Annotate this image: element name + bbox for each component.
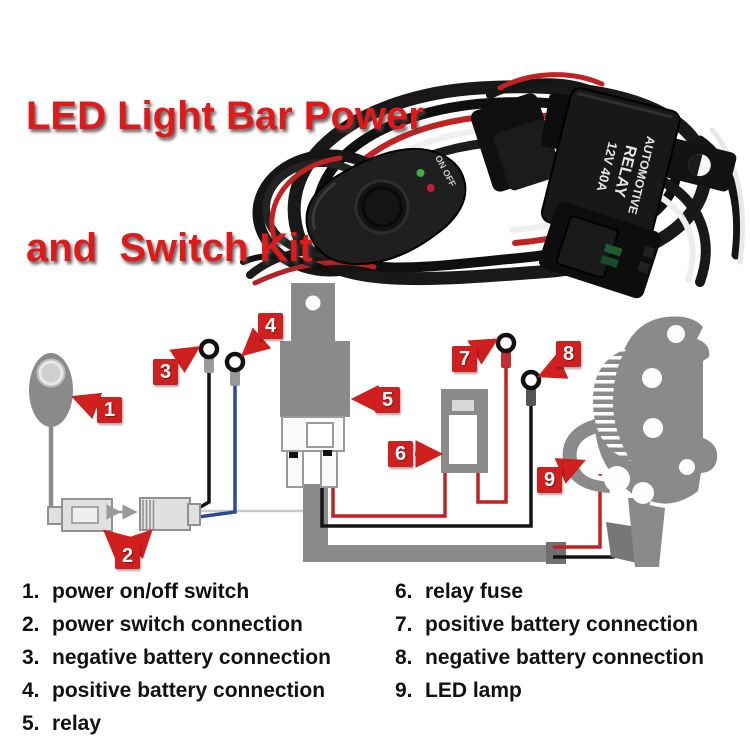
- photo-power-switch: ON OFF: [305, 147, 467, 266]
- legend-item-2: 2.power switch connection: [22, 613, 303, 636]
- harness-photo: ON OFF AUTOMOTIVE RELAY 12V 40A: [240, 72, 746, 299]
- legend-item-8: 8.negative battery connection: [395, 646, 704, 669]
- legend-item-3: 3.negative battery connection: [22, 646, 331, 669]
- lamp-positive-wire: [553, 474, 602, 549]
- callout-2: 2: [115, 543, 140, 569]
- page-title: LED Light Bar Power and Switch Kit: [26, 6, 424, 358]
- diagram-switch-connection: [47, 497, 201, 532]
- ring-terminal-8: [520, 369, 542, 406]
- green-led-indicator: [416, 168, 425, 177]
- callout-arrows: [71, 327, 586, 559]
- legend-item-6: 6.relay fuse: [395, 580, 524, 603]
- legend-item-5: 5.relay: [22, 712, 102, 735]
- negative-wire-relay-to-ring8: [320, 406, 533, 528]
- positive-wire-fuse-to-ring7: [476, 368, 508, 504]
- callout-4: 4: [258, 313, 283, 339]
- diagram-relay-fuse: [441, 389, 488, 473]
- callout-1: 1: [97, 397, 122, 423]
- fuse-window-green: [603, 243, 623, 257]
- title-line-1: LED Light Bar Power: [26, 94, 424, 138]
- callout-8: 8: [556, 341, 581, 367]
- diagram-led-lamp: [562, 316, 718, 567]
- legend-item-4: 4.positive battery connection: [22, 679, 326, 702]
- callout-9: 9: [537, 467, 562, 493]
- lamp-vent-slats: [592, 349, 631, 461]
- legend-item-7: 7.positive battery connection: [395, 613, 699, 636]
- title-line-2: and Switch Kit: [26, 226, 313, 270]
- legend-right-column: 6.relay fuse 7.positive battery connecti…: [395, 575, 704, 707]
- legend-item-1: 1.power on/off switch: [22, 580, 250, 603]
- callout-6: 6: [388, 441, 413, 467]
- legend-item-9: 9.LED lamp: [395, 679, 522, 702]
- ring-terminal-4: [224, 351, 246, 386]
- callout-7: 7: [452, 346, 477, 372]
- ring-terminal-7: [495, 332, 517, 368]
- negative-wire-ring3: [196, 373, 211, 511]
- photo-fuse-holder: [538, 201, 662, 299]
- harness-cable: [303, 484, 566, 564]
- legend-left-column: 1.power on/off switch 2.power switch con…: [22, 575, 331, 740]
- positive-wire-ring4: [197, 386, 237, 519]
- wiring-diagram: [29, 283, 718, 567]
- ring-terminal-3: [198, 338, 220, 373]
- callout-5: 5: [375, 387, 400, 413]
- diagram-wires: [196, 368, 615, 559]
- callout-3: 3: [153, 359, 178, 385]
- diagram-relay: [280, 283, 350, 488]
- red-led-indicator: [426, 183, 435, 192]
- diagram-power-switch: [29, 353, 73, 516]
- positive-wire-relay-to-fuse: [331, 473, 447, 518]
